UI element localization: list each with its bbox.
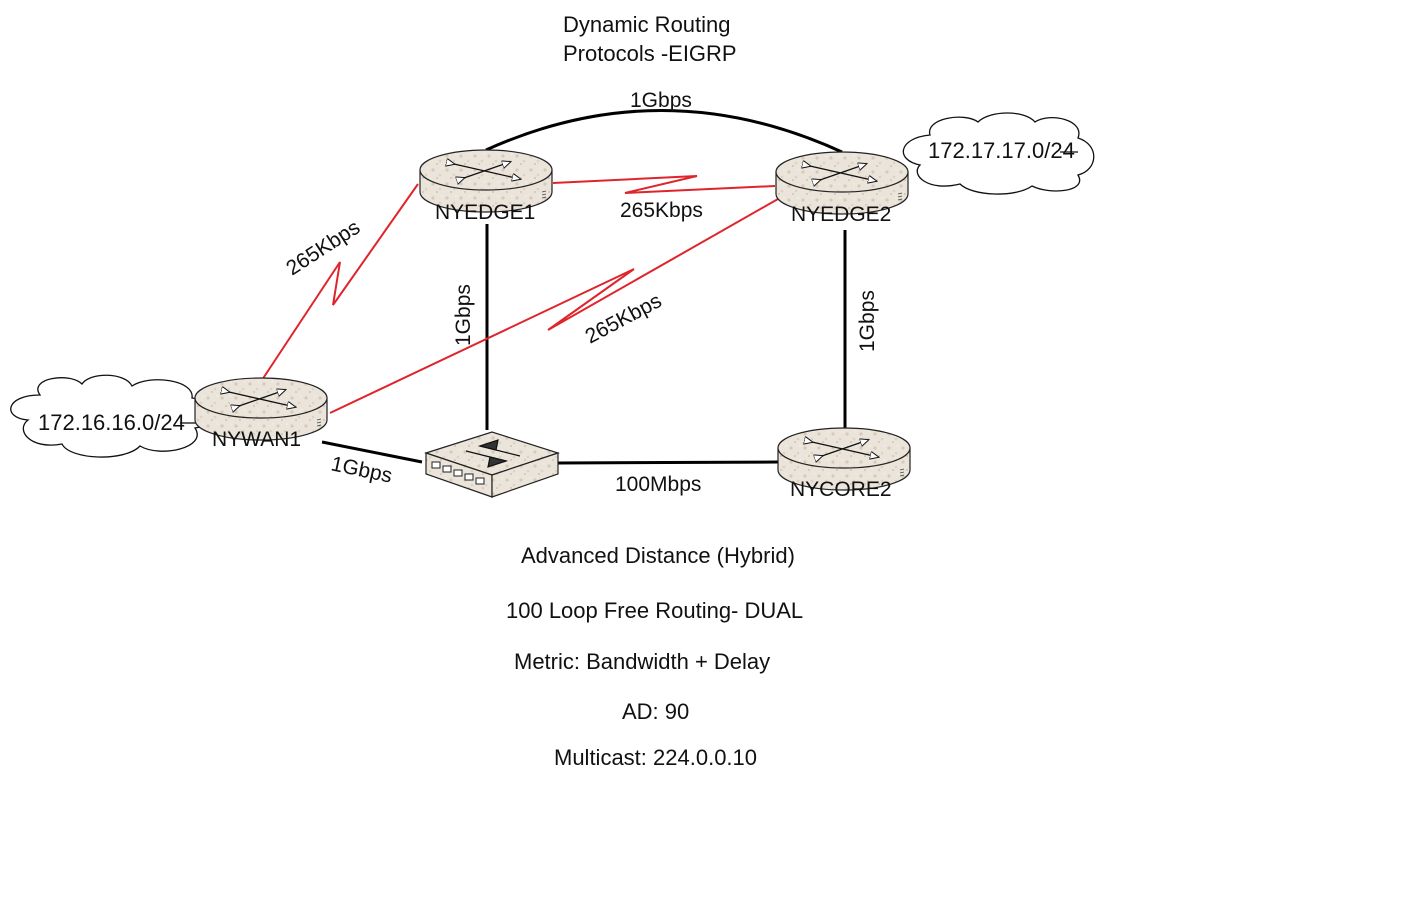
- note-dual: 100 Loop Free Routing- DUAL: [506, 598, 804, 623]
- link-switch-core2: [557, 460, 779, 465]
- switch-arrows-icon: [465, 439, 521, 468]
- diagram-title-line1: Dynamic Routing: [563, 12, 731, 37]
- link-wan1-edge2-serial: [329, 194, 786, 414]
- router-nycore2[interactable]: NYCORE2: [778, 428, 910, 501]
- link-label-edge1-edge2-arc: 1Gbps: [630, 89, 692, 112]
- network-cloud-left: 172.16.16.0/24: [10, 374, 213, 458]
- link-edge1-edge2-serial: [552, 175, 776, 194]
- link-wan1-switch: [321, 440, 423, 464]
- note-ad: AD: 90: [622, 699, 690, 724]
- router-nyedge1[interactable]: NYEDGE1: [420, 150, 552, 224]
- link-label-switch-core2: 100Mbps: [615, 473, 701, 496]
- switch-ports-icon: [431, 461, 485, 485]
- network-cloud-right: 172.17.17.0/24: [902, 112, 1095, 195]
- link-label-edge2-core2: 1Gbps: [856, 290, 879, 352]
- router-label-nyedge1: NYEDGE1: [435, 201, 535, 224]
- router-nywan1[interactable]: NYWAN1: [195, 378, 327, 451]
- link-edge1-edge2-arc: [485, 109, 843, 154]
- network-label-right: 172.17.17.0/24: [928, 138, 1075, 163]
- link-label-wan1-edge1-serial: 265Kbps: [282, 216, 364, 280]
- router-label-nycore2: NYCORE2: [790, 478, 892, 501]
- link-label-edge1-switch: 1Gbps: [452, 284, 475, 346]
- note-multicast: Multicast: 224.0.0.10: [554, 745, 758, 770]
- switch-device[interactable]: [424, 431, 560, 498]
- router-label-nyedge2: NYEDGE2: [791, 203, 891, 226]
- diagram-title-line2: Protocols -EIGRP: [563, 41, 737, 66]
- router-nyedge2[interactable]: NYEDGE2: [776, 152, 908, 226]
- link-label-edge1-edge2-serial: 265Kbps: [620, 199, 703, 222]
- link-label-wan1-switch: 1Gbps: [329, 452, 394, 487]
- router-label-nywan1: NYWAN1: [212, 428, 301, 451]
- network-label-left: 172.16.16.0/24: [38, 410, 185, 435]
- note-protocol-type: Advanced Distance (Hybrid): [521, 543, 795, 568]
- note-metric: Metric: Bandwidth + Delay: [514, 649, 771, 674]
- link-wan1-edge1-serial: [261, 183, 419, 381]
